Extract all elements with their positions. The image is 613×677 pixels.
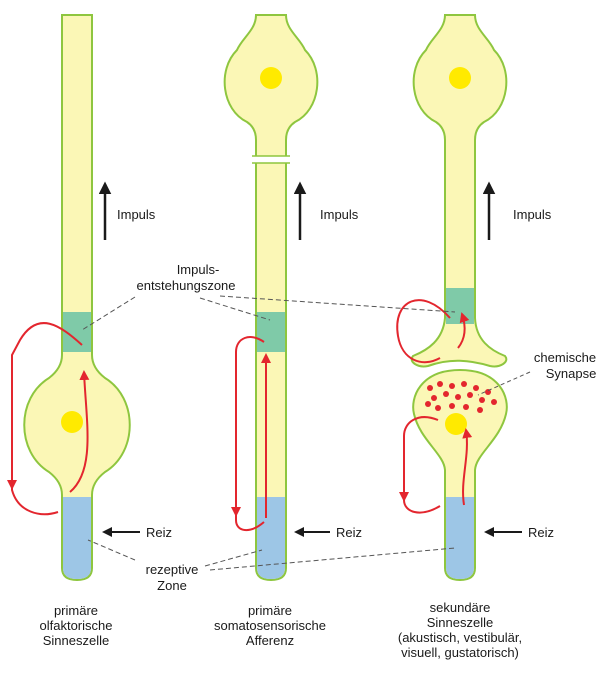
left-cell <box>12 15 130 580</box>
middle-cut-gap <box>252 156 290 163</box>
caption-left-line1: primäre <box>54 603 98 618</box>
middle-impulse-zone <box>257 312 285 352</box>
reiz-label-right: Reiz <box>528 525 554 540</box>
left-cell-body <box>24 15 130 580</box>
receptive-zone-label-line2: Zone <box>157 578 187 593</box>
impuls-label-left: Impuls <box>117 207 156 222</box>
caption-middle-line3: Afferenz <box>246 633 294 648</box>
receptive-zone-label-line1: rezeptive <box>146 562 199 577</box>
impulse-zone-label-line1: Impuls- <box>177 262 220 277</box>
right-lower-nucleus <box>445 413 467 435</box>
caption-left-line3: Sinneszelle <box>43 633 110 648</box>
impulse-zone-label-line2: entstehungszone <box>136 278 235 293</box>
chem-synapse-label-line2: Synapse <box>546 366 597 381</box>
reiz-label-middle: Reiz <box>336 525 362 540</box>
right-impulse-zone <box>446 288 474 324</box>
caption-right-line2: Sinneszelle <box>427 615 494 630</box>
middle-receptive-zone <box>257 497 285 579</box>
impuls-label-middle: Impuls <box>320 207 359 222</box>
caption-left: primäre olfaktorische Sinneszelle <box>40 603 113 648</box>
caption-middle-line1: primäre <box>248 603 292 618</box>
left-nucleus <box>61 411 83 433</box>
reiz-label-left: Reiz <box>146 525 172 540</box>
caption-middle-line2: somatosensorische <box>214 618 326 633</box>
caption-right: sekundäre Sinneszelle (akustisch, vestib… <box>398 600 522 660</box>
impuls-label-right: Impuls <box>513 207 552 222</box>
caption-left-line2: olfaktorische <box>40 618 113 633</box>
caption-right-line3: (akustisch, vestibulär, <box>398 630 522 645</box>
caption-right-line4: visuell, gustatorisch) <box>401 645 519 660</box>
chem-synapse-label-line1: chemische <box>534 350 596 365</box>
left-receptive-zone <box>63 497 91 579</box>
right-cell-upper <box>412 15 507 366</box>
caption-right-line1: sekundäre <box>430 600 491 615</box>
caption-middle: primäre somatosensorische Afferenz <box>214 603 326 648</box>
right-upper-nucleus <box>449 67 471 89</box>
right-receptive-zone <box>446 497 474 579</box>
middle-nucleus <box>260 67 282 89</box>
